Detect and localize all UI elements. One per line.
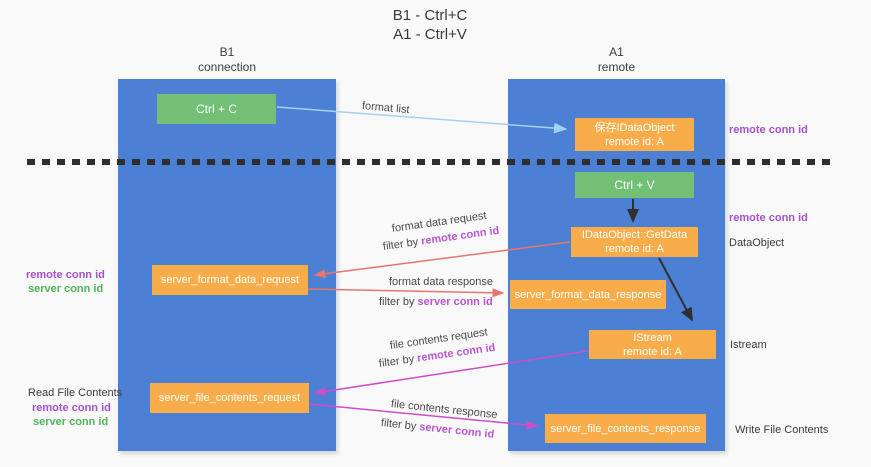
node-istream-line1: IStream — [633, 331, 672, 344]
node-ctrl-c-label: Ctrl + C — [195, 102, 237, 116]
node-server-file-contents-request: server_file_contents_request — [150, 383, 309, 413]
node-getdata-line2: remote id: A — [605, 243, 664, 255]
side-label-write-file-contents: Write File Contents — [735, 424, 829, 436]
node-istream-line2: remote id: A — [623, 345, 682, 358]
node-server-file-contents-response: server_file_contents_response — [545, 414, 706, 443]
node-sfd-response-label: server_format_data_response — [514, 288, 662, 301]
node-save-idataobject: 保存IDataObject remote id: A — [575, 118, 694, 151]
node-save-idataobject-line1: 保存IDataObject — [594, 121, 675, 134]
side-label-left-server-conn-id-1: server conn id — [28, 283, 104, 295]
lane-b1-subtitle: connection — [197, 60, 257, 74]
node-ctrl-v-label: Ctrl + V — [614, 178, 655, 192]
node-istream: IStream remote id: A — [589, 330, 716, 359]
node-save-idataobject-line2: remote id: A — [605, 135, 664, 148]
node-getdata-line1: IDataObject::GetData — [581, 229, 688, 241]
flow-label-file-contents-response: file contents response — [390, 398, 499, 422]
side-label-left-server-conn-id-2: server conn id — [33, 416, 109, 428]
node-server-format-data-request: server_format_data_request — [152, 265, 308, 295]
side-label-left-remote-conn-id-2: remote conn id — [32, 402, 111, 414]
server-conn-id-key: server conn id — [418, 421, 495, 441]
filter-by-text: filter by — [382, 236, 419, 253]
lane-a1-name: A1 — [609, 45, 624, 59]
node-server-format-data-response: server_format_data_response — [510, 280, 666, 309]
flow-label-filter-server-2: filter by server conn id — [380, 417, 494, 441]
format-data-response-arrow — [307, 288, 505, 298]
flow-label-format-list: format list — [361, 100, 411, 117]
side-label-dataobject: DataObject — [729, 237, 785, 249]
filter-by-text: filter by — [380, 417, 417, 433]
node-ctrl-v: Ctrl + V — [575, 172, 694, 198]
side-label-istream: Istream — [730, 339, 767, 351]
flow-label-format-data-response: format data response — [389, 276, 493, 288]
side-label-left-remote-conn-id-1: remote conn id — [26, 269, 105, 281]
title-line-2: A1 - Ctrl+V — [393, 26, 467, 43]
lane-b1-name: B1 — [219, 45, 235, 59]
node-ctrl-c: Ctrl + C — [157, 94, 276, 124]
lane-header-a1: A1 remote — [508, 45, 725, 75]
title-line-1: B1 - Ctrl+C — [392, 7, 468, 24]
flow-label-filter-server-1: filter by server conn id — [379, 296, 493, 308]
filter-by-text: filter by — [378, 353, 415, 370]
lane-header-b1: B1 connection — [118, 45, 336, 75]
node-sfd-request-label: server_format_data_request — [160, 274, 300, 286]
node-sfc-response-label: server_file_contents_response — [550, 422, 701, 435]
filter-by-text: filter by — [379, 296, 415, 308]
node-sfc-request-label: server_file_contents_request — [158, 392, 301, 404]
side-label-read-file-contents: Read File Contents — [28, 387, 123, 399]
side-label-remote-conn-id-mid: remote conn id — [729, 212, 808, 224]
side-label-remote-conn-id-top: remote conn id — [729, 124, 808, 136]
lane-a1-subtitle: remote — [597, 60, 636, 74]
node-idataobject-getdata: IDataObject::GetData remote id: A — [571, 227, 698, 257]
server-conn-id-key: server conn id — [417, 296, 493, 308]
diagram-title: B1 - Ctrl+C A1 - Ctrl+V — [230, 6, 630, 44]
